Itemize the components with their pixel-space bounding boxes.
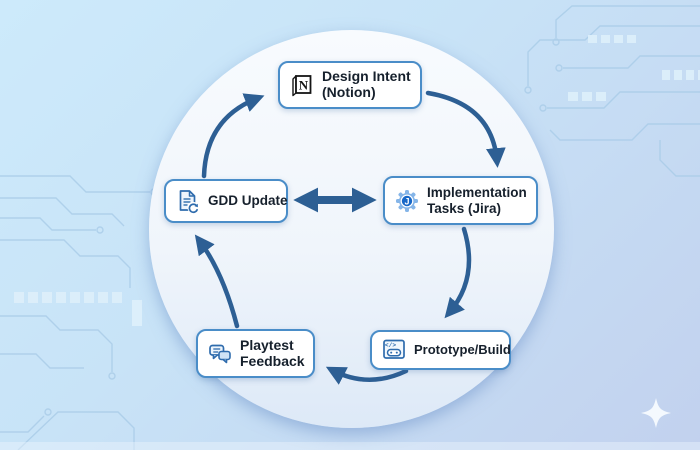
node-label-line1: Playtest [240, 336, 294, 353]
svg-text:J: J [404, 196, 409, 206]
node-playtest-feedback: Playtest Feedback [196, 329, 315, 378]
node-label-line2: (Notion) [322, 84, 376, 100]
svg-text:N: N [299, 78, 309, 93]
svg-text:</>: </> [385, 342, 396, 349]
node-label-line1: Prototype/Build [414, 341, 511, 357]
node-label: Prototype/Build [414, 341, 511, 358]
node-design-intent: N Design Intent (Notion) [278, 61, 422, 109]
node-label-line2: Tasks (Jira) [427, 200, 502, 216]
node-gdd-update: GDD Update [164, 179, 288, 223]
node-label-line2: Feedback [240, 352, 305, 369]
jira-gear-icon: J [394, 188, 420, 214]
node-label-line1: GDD Update [208, 193, 288, 209]
node-label-line1: Implementation [427, 185, 527, 201]
node-label: Implementation Tasks (Jira) [427, 185, 527, 215]
node-label-line1: Design Intent [322, 68, 411, 85]
node-implementation-tasks: J Implementation Tasks (Jira) [383, 176, 538, 225]
node-label: Design Intent (Notion) [322, 69, 411, 100]
chat-bubbles-icon [207, 341, 233, 367]
node-prototype-build: </> Prototype/Build [370, 330, 511, 370]
window-code-gamepad-icon: </> [381, 337, 407, 363]
surface-highlight-line [0, 442, 700, 450]
node-label: GDD Update [208, 193, 288, 208]
document-sync-icon [175, 188, 201, 214]
node-label: Playtest Feedback [240, 336, 305, 369]
notion-icon: N [289, 72, 315, 98]
